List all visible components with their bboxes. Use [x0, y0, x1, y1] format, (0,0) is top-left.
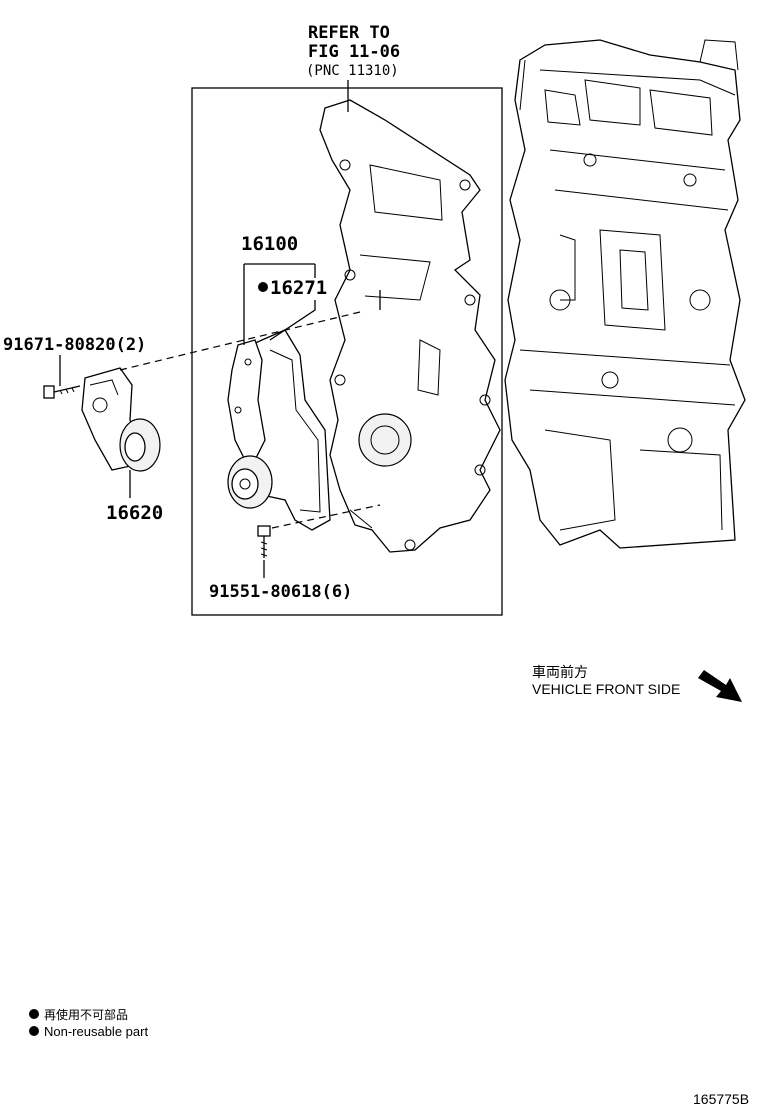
tensioner-drawing — [81, 367, 161, 472]
timing-chain-cover-drawing — [319, 99, 501, 553]
legend-dot-icon-en — [29, 1026, 39, 1036]
refer-line-3: (PNC 11310) — [306, 63, 399, 79]
refer-line-2: FIG 11-06 — [308, 42, 400, 62]
part-number-16271[interactable]: 16271 — [270, 277, 327, 299]
legend-en: Non-reusable part — [44, 1024, 148, 1039]
alignment-line-upper — [119, 311, 361, 371]
part-number-bolt-upper[interactable]: 91671-80820(2) — [3, 335, 146, 355]
legend-dot-icon-jp — [29, 1009, 39, 1019]
leader-16100 — [243, 263, 316, 345]
figure-number: 165775B — [693, 1091, 749, 1107]
legend-jp: 再使用不可部品 — [44, 1007, 128, 1022]
part-number-bolt-lower[interactable]: 91551-80618(6) — [209, 582, 352, 602]
direction-arrow-icon — [698, 670, 742, 702]
water-pump-drawing — [227, 329, 331, 531]
filled-dot-icon — [258, 282, 268, 292]
engine-block-drawing — [504, 39, 746, 549]
refer-line-1: REFER TO — [308, 23, 390, 43]
bolt-upper-drawing — [43, 385, 81, 399]
part-number-16620[interactable]: 16620 — [106, 502, 163, 524]
direction-label-jp: 車両前方 — [532, 664, 588, 680]
part-group-frame — [191, 87, 503, 616]
direction-label-en: VEHICLE FRONT SIDE — [532, 681, 680, 697]
alignment-line-lower — [271, 504, 381, 529]
part-number-16100[interactable]: 16100 — [241, 233, 298, 255]
bolt-lower-drawing — [257, 525, 271, 558]
